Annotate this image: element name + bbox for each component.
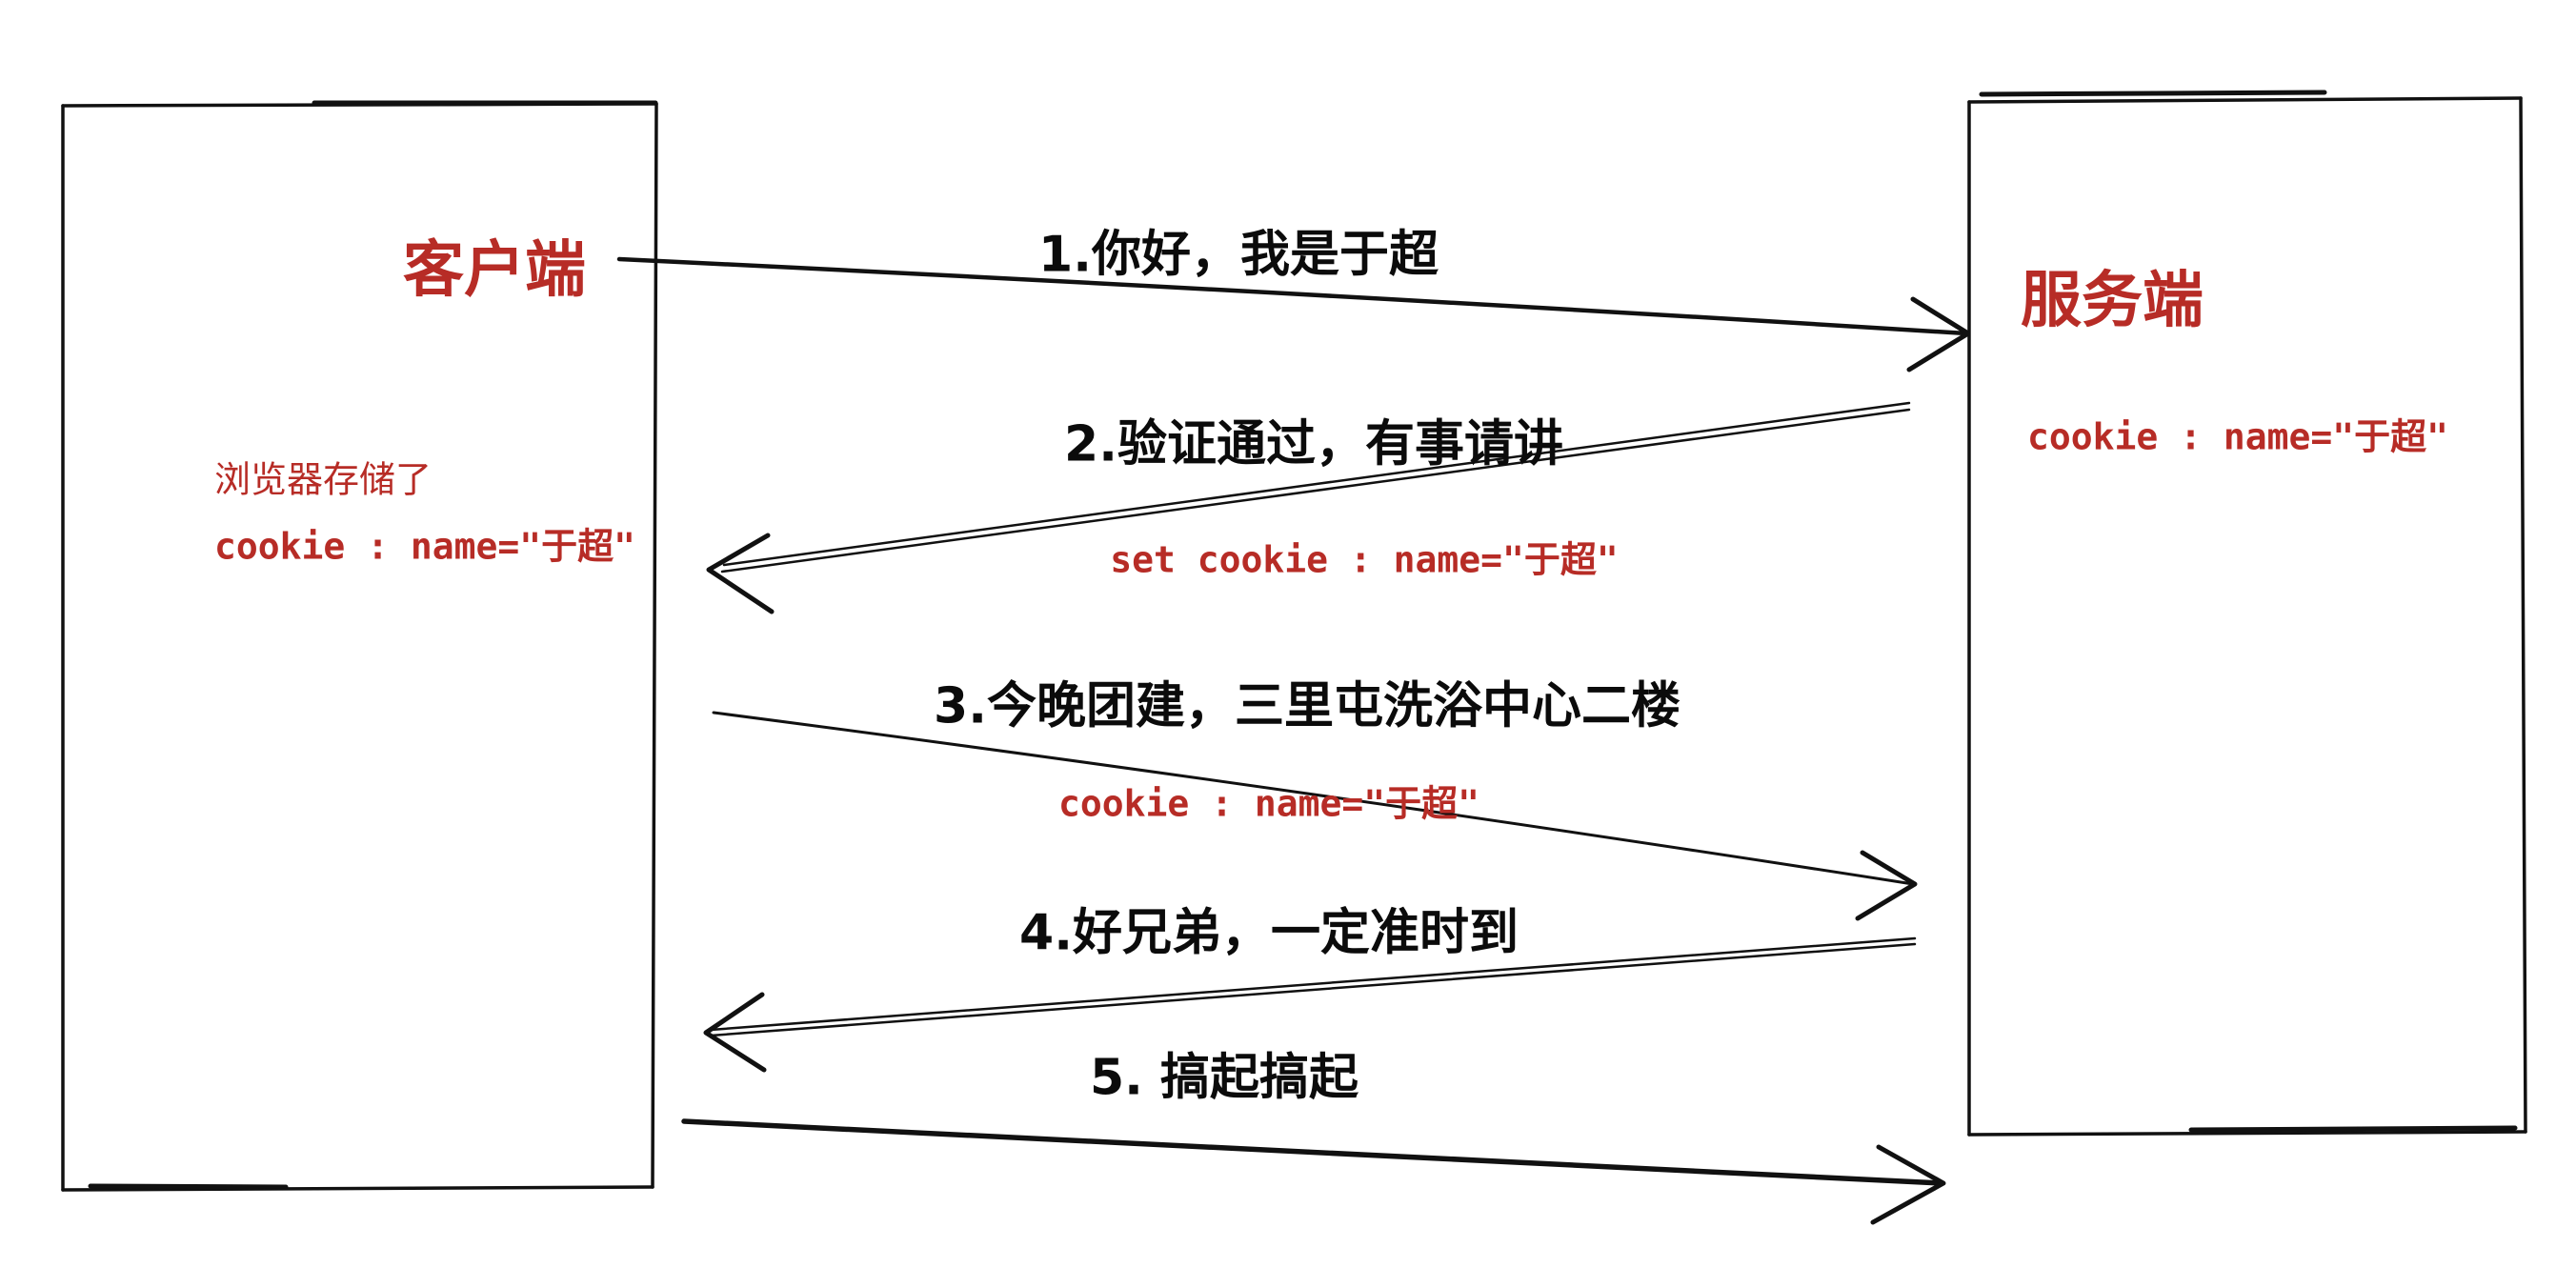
server-box-outline <box>1967 90 2527 1137</box>
arrowhead-left-icon <box>706 533 775 614</box>
client-stored-note: 浏览器存储了 <box>214 458 433 501</box>
message-1-label: 1.你好，我是于超 <box>1038 226 1439 284</box>
message-2-arrow <box>706 401 1911 614</box>
arrowhead-left-icon <box>703 992 767 1073</box>
message-4-label: 4.好兄弟，一定准时到 <box>1019 904 1519 962</box>
message-5-arrow <box>681 1118 1946 1225</box>
client-box-outline <box>61 100 658 1192</box>
client-cookie-value: cookie : name="于超" <box>214 525 636 568</box>
message-3-label: 3.今晚团建，三里屯洗浴中心二楼 <box>934 677 1680 735</box>
arrowhead-right-icon <box>1855 850 1918 921</box>
message-3-arrow <box>712 711 1918 921</box>
message-1-arrow <box>616 256 1971 372</box>
message-2-annotation: set cookie : name="于超" <box>1110 538 1619 581</box>
arrowhead-right-icon <box>1870 1144 1946 1225</box>
message-2-label: 2.验证通过，有事请讲 <box>1064 415 1563 473</box>
message-5-label: 5. 搞起搞起 <box>1089 1049 1359 1107</box>
arrowhead-right-icon <box>1906 296 1971 372</box>
message-4-arrow <box>703 936 1917 1073</box>
server-cookie-value: cookie : name="于超" <box>2027 415 2449 458</box>
message-3-annotation: cookie : name="于超" <box>1057 782 1480 825</box>
server-box-title: 服务端 <box>2021 266 2204 336</box>
client-box-title: 客户端 <box>403 235 586 306</box>
